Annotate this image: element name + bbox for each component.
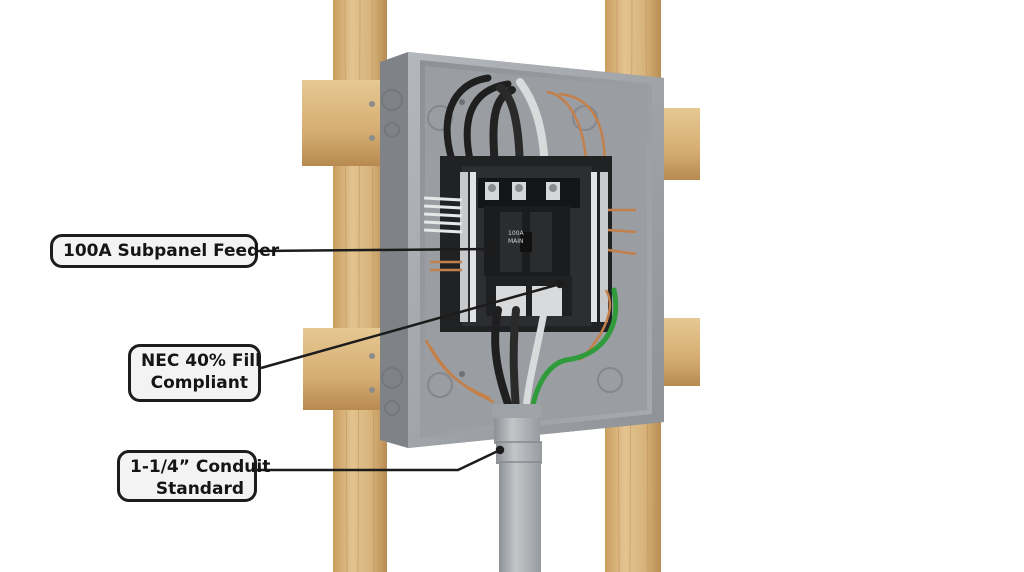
callout-subpanel-feeder: 100A Subpanel Feeder	[50, 234, 280, 268]
conduit-wires	[491, 286, 618, 414]
callout-nec-fill: NEC 40% Fill Compliant	[128, 344, 261, 402]
wood-blocking	[302, 80, 700, 410]
neutral-bar-right	[591, 172, 608, 322]
fill-leader	[260, 282, 561, 370]
callout-fill-line2: Compliant	[150, 373, 248, 393]
ground-wire	[529, 287, 618, 413]
callout-conduit-line2: Standard	[155, 479, 244, 499]
top-blocking-right	[660, 108, 700, 180]
callout-fill-line1: NEC 40% Fill	[141, 351, 261, 371]
main-breaker: 100A MAIN	[478, 178, 580, 316]
callout-conduit-line1: 1-1/4” Conduit	[130, 457, 271, 477]
leader-lines	[257, 244, 565, 472]
conduit	[492, 404, 542, 572]
callout-feeder-text: 100A Subpanel Feeder	[63, 241, 280, 261]
bottom-blocking-right	[660, 318, 700, 386]
conduit-leader	[257, 448, 501, 472]
top-blocking-left	[302, 80, 387, 166]
breaker-main-label: MAIN	[508, 238, 524, 245]
feeder-leader	[257, 247, 491, 253]
callout-conduit-standard: 1-1/4” Conduit Standard	[117, 450, 271, 502]
neutral-bar-left	[460, 172, 476, 322]
bottom-blocking-left	[303, 328, 387, 410]
breaker-rating-label: 100A	[508, 230, 524, 237]
branch-wires-left	[423, 196, 463, 234]
